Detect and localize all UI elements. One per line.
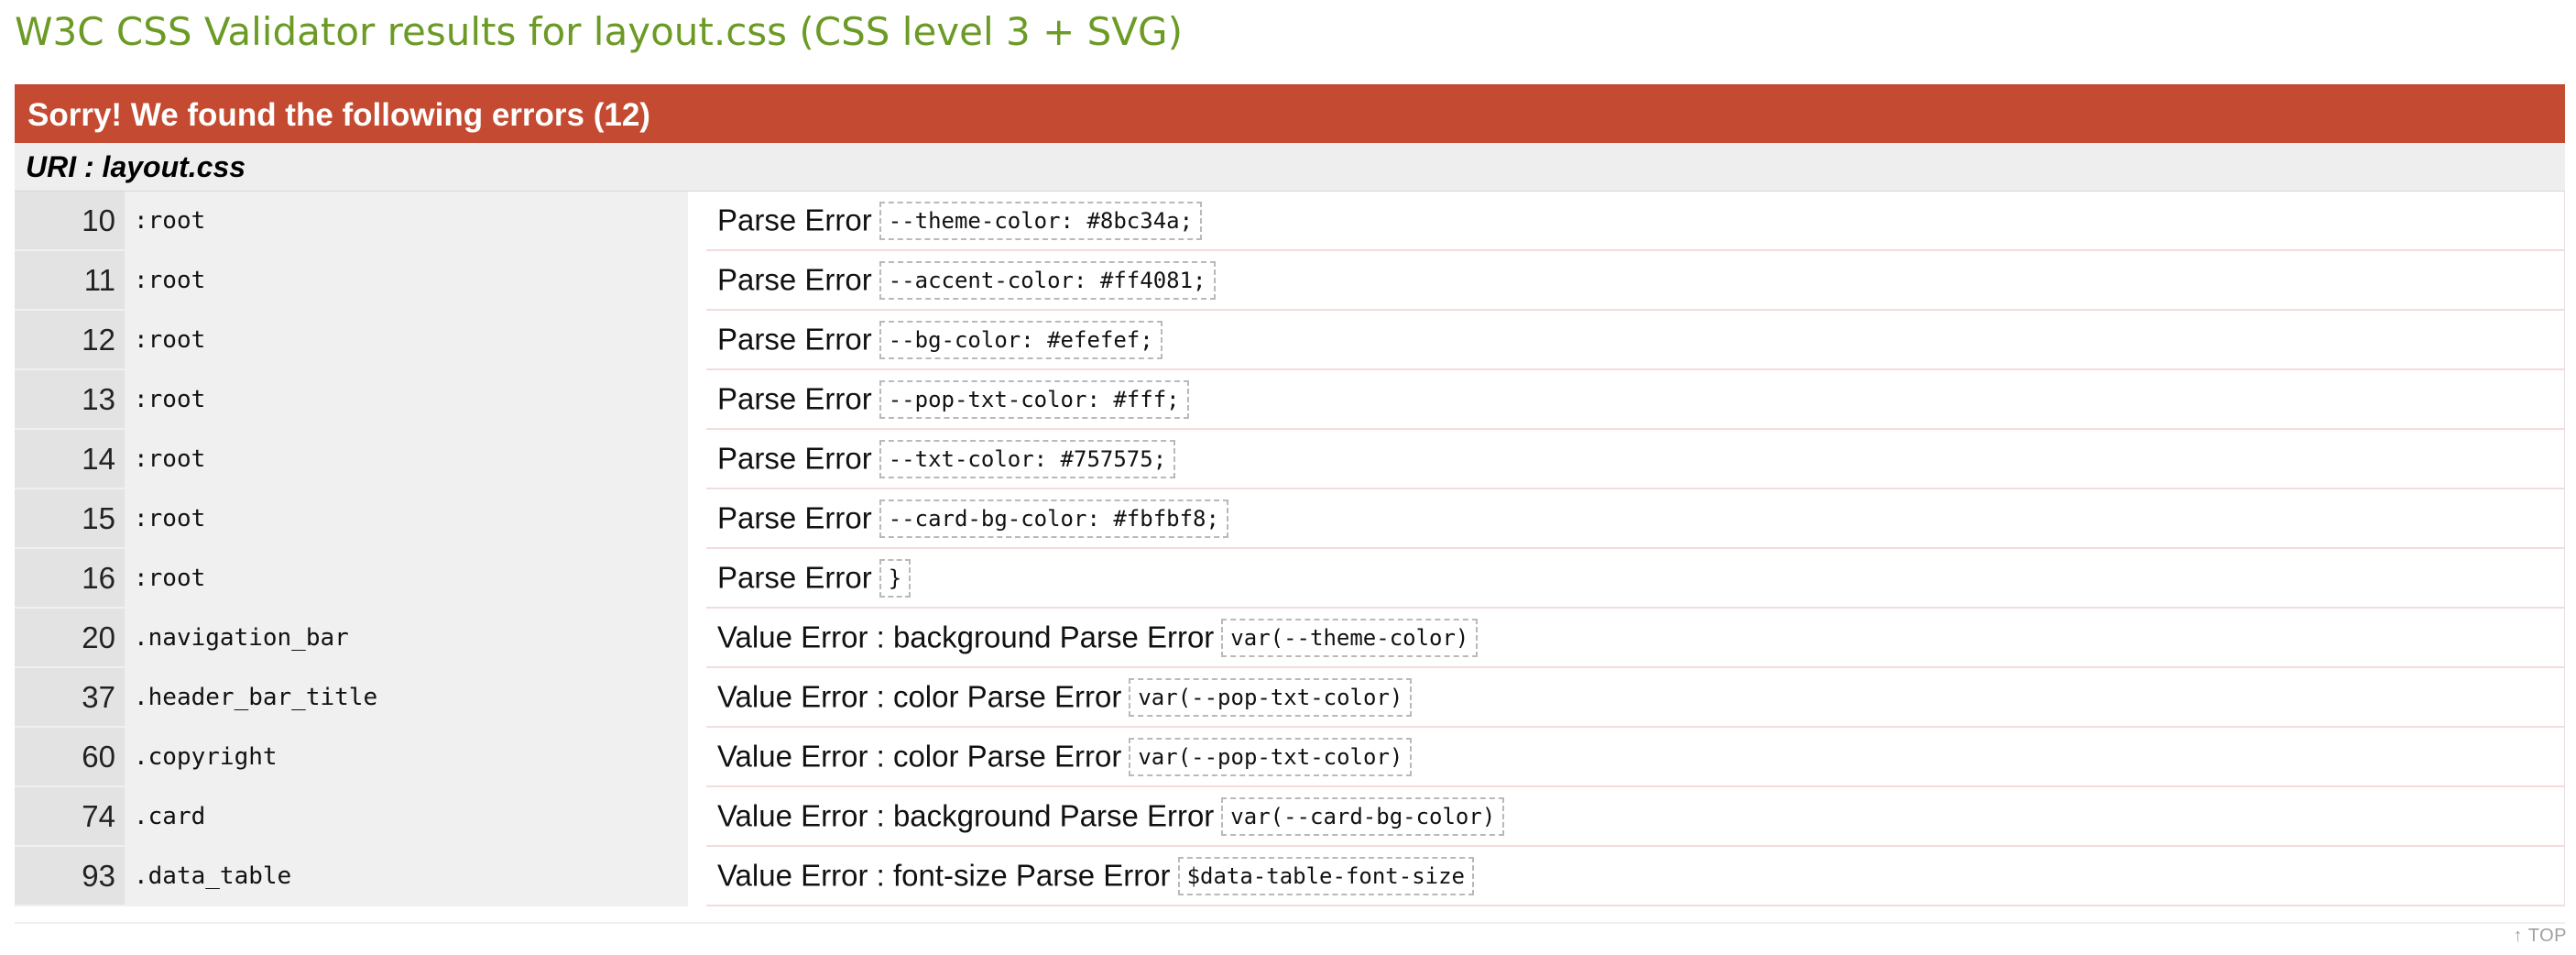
error-code-snippet: --bg-color: #efefef;	[879, 320, 1162, 359]
error-context: .card	[125, 786, 688, 847]
error-code-snippet: $data-table-font-size	[1177, 856, 1474, 895]
line-number: 20	[15, 608, 125, 668]
error-context: :root	[125, 369, 688, 430]
error-code-snippet: --card-bg-color: #fbfbf8;	[879, 499, 1228, 538]
column-gap	[688, 310, 706, 370]
column-gap	[688, 369, 706, 430]
column-gap	[688, 488, 706, 549]
error-row: 37.header_bar_title Value Error : color P…	[15, 667, 2565, 728]
error-context: .header_bar_title	[125, 667, 688, 728]
uri-value: layout.css	[102, 150, 246, 183]
error-context: .copyright	[125, 727, 688, 787]
error-count-banner: Sorry! We found the following errors (12…	[15, 84, 2565, 143]
error-row: 93.data_table Value Error : font-size Par…	[15, 846, 2565, 906]
error-message: Parse Error	[717, 381, 872, 416]
column-gap	[688, 786, 706, 847]
error-message: Parse Error	[717, 560, 872, 595]
error-message: Parse Error	[717, 203, 872, 237]
error-row: 16:root Parse Error}	[15, 548, 2565, 609]
error-code-snippet: --accent-color: #ff4081;	[879, 260, 1216, 300]
line-number: 16	[15, 548, 125, 609]
error-context: .data_table	[125, 846, 688, 906]
error-message: Parse Error	[717, 262, 872, 297]
error-context: :root	[125, 488, 688, 549]
line-number: 11	[15, 250, 125, 311]
error-context: .navigation_bar	[125, 608, 688, 668]
column-gap	[688, 608, 706, 668]
column-gap	[688, 250, 706, 311]
error-message-cell: Parse Error--bg-color: #efefef;	[706, 310, 2565, 370]
error-row: 14:root Parse Error--txt-color: #757575;	[15, 429, 2565, 489]
line-number: 60	[15, 727, 125, 787]
error-message-cell: Parse Error}	[706, 548, 2565, 609]
error-message-cell: Parse Error--txt-color: #757575;	[706, 429, 2565, 489]
error-message: Value Error : color Parse Error	[717, 739, 1122, 774]
column-gap	[688, 667, 706, 728]
results-panel: Sorry! We found the following errors (12…	[15, 84, 2565, 906]
error-message: Parse Error	[717, 500, 872, 535]
error-context: :root	[125, 310, 688, 370]
error-message: Value Error : font-size Parse Error	[717, 858, 1171, 893]
error-code-snippet: var(--pop-txt-color)	[1129, 737, 1413, 776]
error-code-snippet: --txt-color: #757575;	[879, 439, 1176, 478]
line-number: 10	[15, 192, 125, 251]
line-number: 93	[15, 846, 125, 906]
column-gap	[688, 192, 706, 251]
error-row: 15:root Parse Error--card-bg-color: #fbfb…	[15, 488, 2565, 549]
error-message: Value Error : background Parse Error	[717, 620, 1215, 654]
line-number: 37	[15, 667, 125, 728]
error-code-snippet: var(--card-bg-color)	[1221, 796, 1505, 836]
error-row: 13:root Parse Error--pop-txt-color: #fff;	[15, 369, 2565, 430]
error-message: Parse Error	[717, 441, 872, 476]
error-code-snippet: var(--theme-color)	[1221, 618, 1479, 657]
line-number: 12	[15, 310, 125, 370]
line-number: 74	[15, 786, 125, 847]
error-message: Parse Error	[717, 322, 872, 357]
error-message-cell: Parse Error--pop-txt-color: #fff;	[706, 369, 2565, 430]
error-code-snippet: }	[879, 558, 911, 598]
error-message: Value Error : color Parse Error	[717, 679, 1122, 714]
column-gap	[688, 727, 706, 787]
line-number: 13	[15, 369, 125, 430]
uri-label: URI	[26, 150, 77, 183]
line-number: 14	[15, 429, 125, 489]
back-to-top-link[interactable]: ↑ TOP	[2513, 926, 2567, 946]
column-gap	[688, 429, 706, 489]
error-row: 20.navigation_bar Value Error : backgroun…	[15, 608, 2565, 668]
validator-page: W3C CSS Validator results for layout.css…	[15, 0, 2565, 906]
error-row: 11:root Parse Error--accent-color: #ff408…	[15, 250, 2565, 311]
error-context: :root	[125, 548, 688, 609]
error-message-cell: Parse Error--accent-color: #ff4081;	[706, 250, 2565, 311]
line-number: 15	[15, 488, 125, 549]
error-context: :root	[125, 192, 688, 251]
error-message-cell: Parse Error--theme-color: #8bc34a;	[706, 192, 2565, 251]
error-context: :root	[125, 250, 688, 311]
footer-divider	[15, 922, 2565, 924]
error-row: 10:root Parse Error--theme-color: #8bc34a…	[15, 192, 2565, 251]
error-code-snippet: --theme-color: #8bc34a;	[879, 201, 1203, 240]
error-context: :root	[125, 429, 688, 489]
error-row: 74.card Value Error : background Parse Er…	[15, 786, 2565, 847]
error-row: 60.copyright Value Error : color Parse Er…	[15, 727, 2565, 787]
uri-bar: URI : layout.css	[15, 143, 2565, 192]
error-message: Value Error : background Parse Error	[717, 798, 1215, 833]
error-code-snippet: var(--pop-txt-color)	[1129, 677, 1413, 717]
uri-separator: :	[76, 150, 103, 183]
column-gap	[688, 548, 706, 609]
error-row: 12:root Parse Error--bg-color: #efefef;	[15, 310, 2565, 370]
page-title: W3C CSS Validator results for layout.css…	[15, 9, 1183, 54]
error-message-cell: Parse Error--card-bg-color: #fbfbf8;	[706, 488, 2565, 549]
error-message-cell: Value Error : font-size Parse Error$data…	[706, 846, 2565, 906]
error-code-snippet: --pop-txt-color: #fff;	[879, 379, 1189, 419]
column-gap	[688, 846, 706, 906]
